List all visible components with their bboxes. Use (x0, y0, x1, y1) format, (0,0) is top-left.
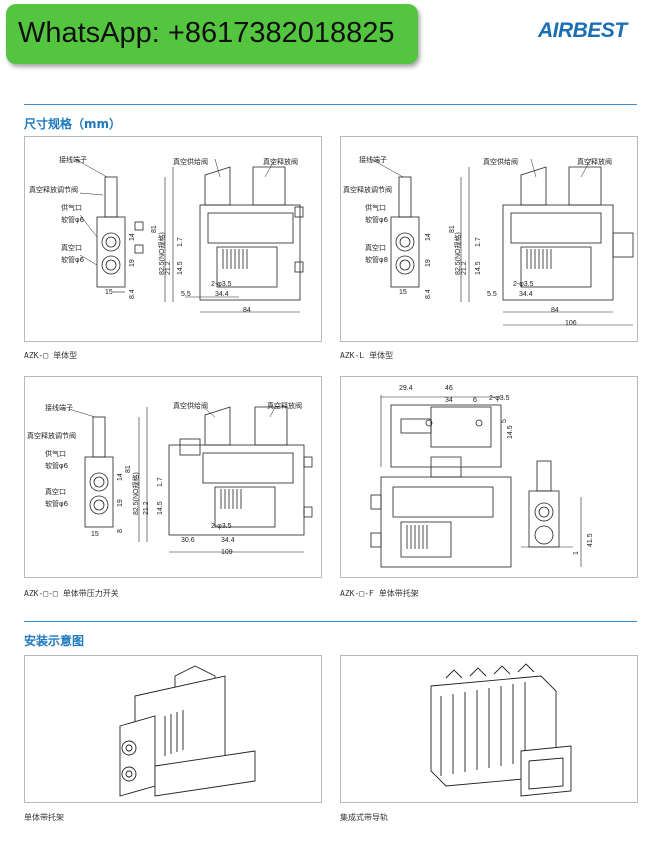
section-divider-install (24, 621, 637, 622)
dim-15: 15 (105, 289, 113, 296)
label-terminal: 接线端子 (45, 404, 73, 412)
dim-14-5: 14.5 (157, 501, 164, 515)
label-supply-tube: 软管φ6 (365, 216, 389, 224)
label-supply-valve: 真空供给阀 (173, 158, 208, 166)
label-supply-tube: 软管φ6 (61, 216, 85, 224)
whatsapp-badge[interactable]: WhatsApp: +8617382018825 (6, 4, 418, 64)
dim-8-4: 8.4 (129, 289, 136, 299)
caption-diagram-3: AZK-□-□ 单体带压力开关 (24, 589, 119, 598)
install-image-rail (340, 655, 638, 803)
section-title-install: 安装示意图 (24, 634, 85, 648)
dim-84: 84 (551, 307, 559, 314)
label-release-adjuster: 真空释放调节阀 (29, 186, 78, 194)
brand-logo: AIRBEST (538, 19, 627, 42)
dim-hole: 2-φ3.5 (211, 281, 232, 288)
label-supply-port: 供气口 (365, 204, 386, 212)
diagram-panel-azk-l-single: 接线端子 真空释放调节阀 供气口 软管φ6 真空口 软管φ8 真空供给阀 真空释… (340, 136, 638, 342)
dim-14: 14 (117, 473, 124, 481)
dim-84: 84 (243, 307, 251, 314)
diagram-drawing (74, 158, 304, 313)
dim-29-4: 29.4 (399, 385, 413, 392)
diagram-drawing (370, 158, 634, 326)
install-image-bracket (24, 655, 322, 803)
label-vacuum-tube: 软管φ6 (45, 500, 69, 508)
caption-diagram-2: AZK-L 单体型 (340, 351, 394, 360)
label-release-valve: 真空释放阀 (263, 158, 298, 166)
label-vacuum-port: 真空口 (365, 244, 386, 252)
rail-illustration (430, 663, 572, 797)
dim-41-5: 41.5 (587, 533, 594, 547)
dim-21-2: 21.2 (461, 261, 468, 275)
label-release-valve: 真空释放阀 (267, 402, 302, 410)
diagram-panel-azk-bracket: 29.4 46 34 6 2-φ3.5 5 14.5 41.5 1 (340, 376, 638, 578)
dim-hole: 2-φ3.5 (489, 395, 510, 402)
diagram-drawing (68, 406, 313, 553)
dim-1-7: 1.7 (475, 237, 482, 247)
dim-14-5: 14.5 (507, 425, 514, 439)
diagram-panel-azk-single: 接线端子 真空释放调节阀 供气口 软管φ6 真空口 软管φ6 真空供给阀 真空释… (24, 136, 322, 342)
dim-109: 109 (221, 549, 233, 556)
dim-19: 19 (117, 499, 124, 507)
dim-81: 81 (125, 465, 132, 473)
label-supply-valve: 真空供给阀 (483, 158, 518, 166)
dim-hole: 2-φ3.5 (211, 523, 232, 530)
dim-82-5: 82.5(NO规格) (133, 472, 140, 515)
diagram-panel-azk-pressure-switch: 接线端子 真空释放调节阀 供气口 软管φ6 真空口 软管φ6 真空供给阀 真空释… (24, 376, 322, 578)
dim-5-5: 5.5 (487, 291, 497, 298)
dim-1-7: 1.7 (177, 237, 184, 247)
dim-14-5: 14.5 (475, 261, 482, 275)
dim-19: 19 (129, 259, 136, 267)
dim-8-4: 8.4 (425, 289, 432, 299)
label-supply-tube: 软管φ6 (45, 462, 69, 470)
dim-5-5: 5.5 (181, 291, 191, 298)
label-supply-valve: 真空供给阀 (173, 402, 208, 410)
dim-19: 19 (425, 259, 432, 267)
label-supply-port: 供气口 (45, 450, 66, 458)
caption-diagram-4: AZK-□-F 单体带托架 (340, 589, 419, 598)
dim-14: 14 (425, 233, 432, 241)
dim-5: 5 (501, 419, 508, 423)
caption-diagram-1: AZK-□ 单体型 (24, 351, 78, 360)
label-release-adjuster: 真空释放调节阀 (27, 432, 76, 440)
label-vacuum-tube: 软管φ6 (61, 256, 85, 264)
dim-14: 14 (129, 233, 136, 241)
dim-15: 15 (399, 289, 407, 296)
dim-46: 46 (445, 385, 453, 392)
label-supply-port: 供气口 (61, 204, 82, 212)
caption-install-right: 集成式带导轨 (340, 813, 388, 822)
dim-81: 81 (151, 225, 158, 233)
dim-1-7: 1.7 (157, 477, 164, 487)
label-release-valve: 真空释放阀 (577, 158, 612, 166)
label-terminal: 接线端子 (359, 156, 387, 164)
dim-30-6: 30.6 (181, 537, 195, 544)
label-release-adjuster: 真空释放调节阀 (343, 186, 392, 194)
label-vacuum-port: 真空口 (61, 244, 82, 252)
bracket-illustration (119, 665, 256, 797)
section-divider-top (24, 104, 637, 105)
dim-1: 1 (573, 551, 580, 555)
dim-hole: 2-φ3.5 (513, 281, 534, 288)
label-vacuum-tube: 软管φ8 (365, 256, 389, 264)
section-title-dimensions: 尺寸规格（mm） (24, 117, 122, 131)
dim-21-2: 21.2 (143, 501, 150, 515)
dim-8: 8 (117, 529, 124, 533)
diagram-drawing (370, 395, 582, 568)
dim-6: 6 (473, 397, 477, 404)
dim-106: 106 (565, 320, 577, 327)
label-terminal: 接线端子 (59, 156, 87, 164)
dim-21-2: 21.2 (165, 261, 172, 275)
dim-34: 34 (445, 397, 453, 404)
dim-15: 15 (91, 531, 99, 538)
label-vacuum-port: 真空口 (45, 488, 66, 496)
whatsapp-text: WhatsApp: +8617382018825 (18, 17, 395, 49)
dim-34-4: 34.4 (215, 291, 229, 298)
dim-34-4: 34.4 (221, 537, 235, 544)
dim-14-5: 14.5 (177, 261, 184, 275)
caption-install-left: 单体带托架 (24, 813, 64, 822)
dim-34-4: 34.4 (519, 291, 533, 298)
